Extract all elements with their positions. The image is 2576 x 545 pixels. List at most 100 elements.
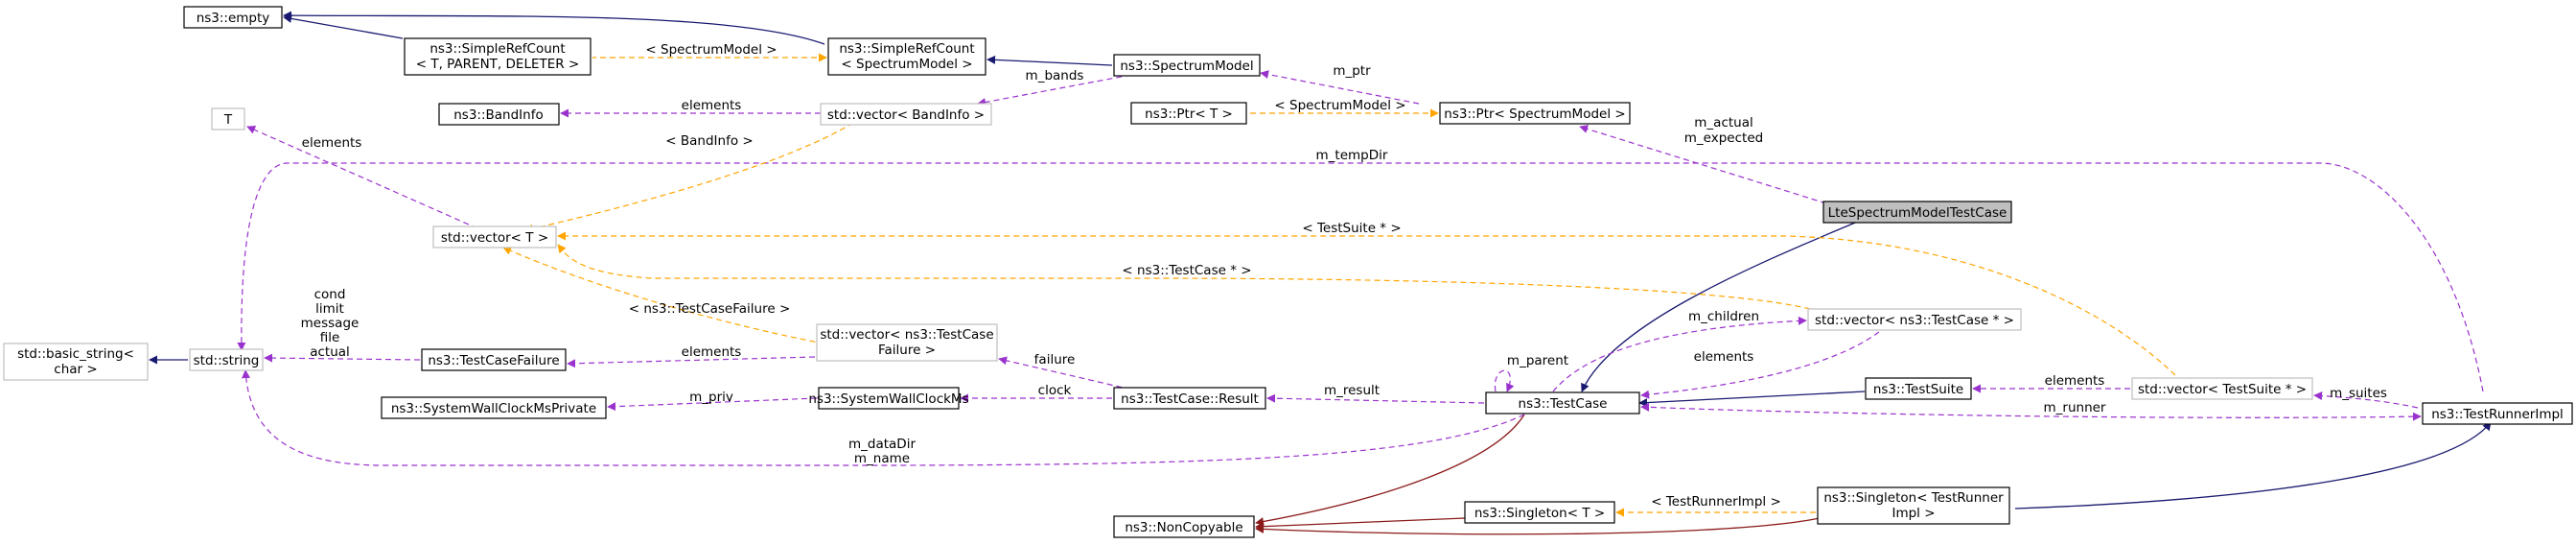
node-testrunnerimpl[interactable]: ns3::TestRunnerImpl: [2422, 402, 2573, 425]
node-label: ns3::SimpleRefCount: [839, 41, 974, 57]
node-label: < SpectrumModel >: [841, 57, 972, 72]
node-label: ns3::TestRunnerImpl: [2431, 407, 2564, 422]
edge-label-str-tcf-3: message: [301, 316, 360, 331]
node-label: std::vector< T >: [441, 230, 548, 246]
node-label: char >: [54, 362, 97, 377]
edge-tc-result: [1266, 393, 1485, 404]
edge-label-lte-ptrsm-1: m_actual: [1694, 115, 1752, 130]
node-vector-testcasefailure[interactable]: std::vector< ns3::TestCase Failure >: [816, 323, 998, 362]
edge-label-srct-srcsm: < SpectrumModel >: [645, 42, 777, 58]
edge-label-runner-tc: m_runner: [2044, 400, 2106, 415]
edge-vect-t: [246, 126, 478, 229]
node-label: ns3::Ptr< SpectrumModel >: [1444, 107, 1625, 122]
node-simplerefcount-spectrummodel[interactable]: ns3::SimpleRefCount < SpectrumModel >: [827, 37, 986, 76]
edge-tc-self: [1494, 369, 1515, 392]
node-spectrummodel[interactable]: ns3::SpectrumModel: [1113, 54, 1261, 77]
node-label: ns3::TestCase: [1519, 396, 1608, 412]
edge-ts-tc: [1638, 391, 1866, 408]
node-systemwallclockms[interactable]: ns3::SystemWallClockMs: [808, 387, 969, 410]
node-testcase[interactable]: ns3::TestCase: [1485, 391, 1640, 415]
node-ns3-empty[interactable]: ns3::empty: [183, 6, 283, 29]
edge-labels: < SpectrumModel > m_bands elements m_ptr…: [301, 42, 2387, 509]
node-label: ns3::NonCopyable: [1125, 520, 1242, 535]
edge-label-ptrt-ptrsm: < SpectrumModel >: [1274, 98, 1405, 113]
edge-label-str-tc-1: m_dataDir: [848, 437, 916, 452]
node-label: ns3::TestCaseFailure: [428, 353, 559, 368]
node-std-string[interactable]: std::string: [189, 348, 264, 371]
edge-sm-vecband: [977, 74, 1132, 107]
node-simplerefcount-t[interactable]: ns3::SimpleRefCount < T, PARENT, DELETER…: [404, 37, 592, 76]
node-label: ns3::TestSuite: [1873, 382, 1963, 397]
node-vector-bandinfo[interactable]: std::vector< BandInfo >: [820, 103, 992, 126]
node-label: std::string: [194, 353, 260, 368]
edge-tc-vectc: [1552, 316, 1807, 392]
edge-srct-empty: [283, 13, 404, 39]
node-label: ns3::Singleton< T >: [1474, 506, 1605, 521]
edge-vectcf-tcf: [567, 356, 816, 368]
node-label: std::vector< TestSuite * >: [2138, 382, 2307, 397]
nodes: ns3::empty ns3::SimpleRefCount < T, PARE…: [3, 6, 2573, 538]
node-testcasefailure[interactable]: ns3::TestCaseFailure: [421, 348, 567, 371]
edge-srcsm-empty: [283, 11, 825, 45]
edge-runner-str: [237, 162, 2484, 392]
node-label: std::vector< BandInfo >: [827, 107, 985, 123]
node-testcase-result[interactable]: ns3::TestCase::Result: [1113, 387, 1266, 410]
node-testsuite[interactable]: ns3::TestSuite: [1865, 377, 1972, 400]
edge-result-vectcf: [998, 356, 1132, 391]
edge-label-wallpriv-wall: m_priv: [689, 390, 733, 405]
node-vector-testcase-ptr[interactable]: std::vector< ns3::TestCase * >: [1807, 308, 2022, 331]
edge-label-singt-singrun: < TestRunnerImpl >: [1651, 494, 1781, 509]
edge-label-vects-runner: m_suites: [2330, 386, 2387, 401]
node-bandinfo[interactable]: ns3::BandInfo: [438, 103, 560, 126]
node-t[interactable]: T: [211, 107, 245, 130]
edge-label-vect-vects: < TestSuite * >: [1302, 221, 1401, 236]
node-vector-t[interactable]: std::vector< T >: [432, 225, 557, 249]
node-label: std::basic_string<: [17, 346, 134, 362]
node-label: ns3::Singleton< TestRunner: [1823, 490, 2004, 506]
edge-vect-vecband: [524, 122, 854, 233]
edge-label-vect-vectcf: < ns3::TestCaseFailure >: [629, 301, 791, 317]
node-label: T: [223, 112, 233, 128]
edge-singt-noncopy: [1255, 517, 1466, 532]
node-label: ns3::TestCase::Result: [1121, 391, 1259, 407]
node-ptr-t[interactable]: ns3::Ptr< T >: [1130, 102, 1247, 125]
node-label: LteSpectrumModelTestCase: [1828, 205, 2007, 221]
edge-label-str-tcf-2: limit: [315, 301, 344, 317]
edge-wall-wallpriv: [607, 397, 818, 412]
node-ptr-spectrummodel[interactable]: ns3::Ptr< SpectrumModel >: [1439, 102, 1631, 125]
edge-label-str-tcf-4: file: [320, 330, 340, 345]
edge-label-vectc-tc: elements: [1694, 349, 1754, 365]
edge-label-vecband-bandinfo: elements: [682, 98, 742, 113]
edge-label-vect-vecband: < BandInfo >: [665, 133, 753, 149]
node-singleton-t[interactable]: ns3::Singleton< T >: [1464, 501, 1615, 524]
edge-label-vect-vectc: < ns3::TestCase * >: [1122, 263, 1251, 278]
edge-sm-srcsm: [986, 55, 1113, 66]
node-label: < T, PARENT, DELETER >: [416, 57, 580, 72]
node-label: ns3::Ptr< T >: [1145, 107, 1233, 122]
node-label: ns3::BandInfo: [453, 107, 544, 123]
edge-label-str-tcf-1: cond: [314, 287, 346, 302]
node-label: ns3::SpectrumModel: [1120, 59, 1253, 74]
node-label: ns3::empty: [197, 11, 270, 26]
node-noncopyable[interactable]: ns3::NonCopyable: [1113, 515, 1255, 538]
edge-label-tcf-vectcf: elements: [682, 344, 742, 360]
edge-label-tc-vectc: m_children: [1688, 309, 1759, 324]
edge-ptrsm-sm: [1260, 70, 1420, 105]
node-label: ns3::SystemWallClockMs: [808, 391, 968, 407]
edge-vectc-tc: [1640, 331, 1880, 399]
edge-lte-tc: [1581, 220, 1861, 392]
edge-tcf-str: [264, 353, 421, 363]
node-label: std::vector< ns3::TestCase: [820, 327, 993, 343]
edge-singrun-runner: [2014, 421, 2492, 509]
node-basic-string[interactable]: std::basic_string< char >: [3, 343, 149, 381]
edge-vect-vectcf: [502, 247, 835, 346]
node-vector-testsuite-ptr[interactable]: std::vector< TestSuite * >: [2131, 377, 2313, 400]
edge-label-tc-self: m_parent: [1507, 353, 1568, 368]
node-singleton-testrunnerimpl[interactable]: ns3::Singleton< TestRunner Impl >: [1817, 486, 2010, 525]
edge-label-result-tc: m_result: [1324, 383, 1380, 398]
node-systemwallclockmsprivate[interactable]: ns3::SystemWallClockMsPrivate: [381, 396, 607, 419]
edge-label-vect-t: elements: [302, 135, 362, 151]
edge-vect-vectc: [557, 244, 1811, 310]
node-ltespectrummodeltestcase[interactable]: LteSpectrumModelTestCase: [1822, 201, 2012, 224]
edge-runner-vects: [2313, 391, 2419, 409]
